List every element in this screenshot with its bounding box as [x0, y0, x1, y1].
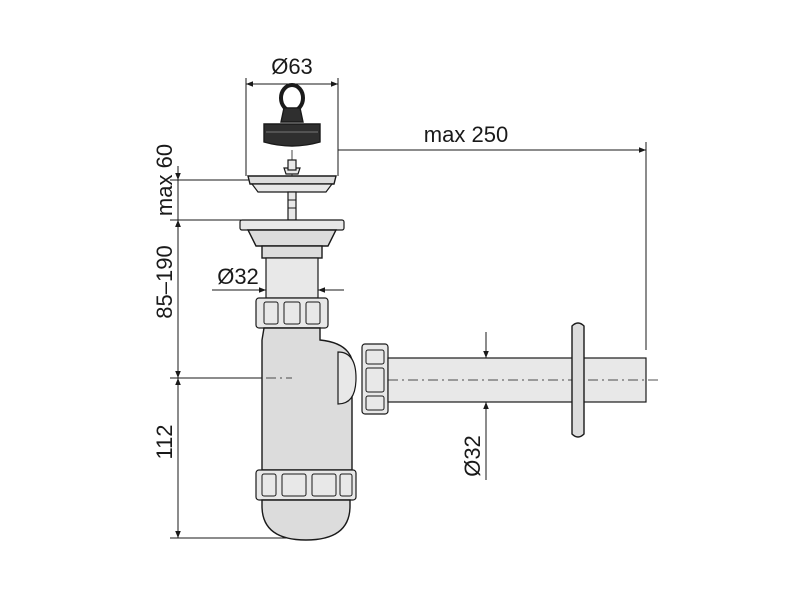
max-length-label: max 250: [424, 122, 508, 147]
bottom-cup: [261, 499, 351, 541]
inlet-diameter-label: Ø32: [217, 264, 259, 289]
drain-grate: [247, 159, 337, 221]
outlet-diameter-label: Ø32: [460, 435, 485, 477]
stopper-height-label: max 60: [152, 144, 177, 216]
lower-nut: [255, 469, 357, 501]
stopper-plug: [263, 83, 321, 147]
inlet-diameter-dimension: Ø32: [212, 264, 344, 293]
inlet-tailpiece: [239, 219, 345, 299]
stopper-diameter-dimension: Ø63: [245, 54, 339, 176]
stopper-diameter-label: Ø63: [271, 54, 313, 79]
max-length-dimension: max 250: [338, 122, 647, 350]
trap-body: [186, 327, 357, 471]
outlet-pipe: [387, 357, 660, 403]
upper-nut: [255, 297, 329, 329]
side-outlet-nut: [361, 343, 389, 415]
wall-rosette: [571, 322, 585, 438]
trap-height-label: 112: [152, 424, 177, 459]
outlet-diameter-dimension: Ø32: [460, 332, 489, 480]
inlet-height-label: 85–190: [152, 245, 177, 318]
